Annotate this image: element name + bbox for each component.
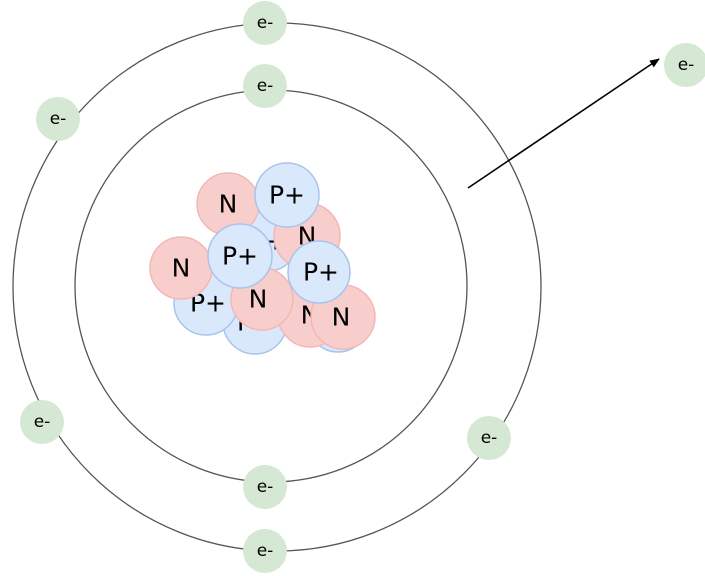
ejected-electron: e- — [664, 43, 705, 87]
svg-text:N: N — [219, 190, 238, 219]
proton: P+ — [207, 223, 273, 289]
svg-text:N: N — [332, 303, 351, 332]
svg-text:N: N — [172, 254, 191, 283]
svg-text:e-: e- — [678, 55, 695, 75]
svg-text:P+: P+ — [303, 258, 339, 287]
svg-text:e-: e- — [481, 428, 498, 448]
svg-text:e-: e- — [34, 412, 51, 432]
svg-text:P+: P+ — [269, 181, 305, 210]
electron: e- — [467, 416, 511, 460]
electron: e- — [243, 64, 287, 108]
electron: e- — [20, 400, 64, 444]
neutron: N — [149, 236, 213, 300]
svg-text:e-: e- — [257, 76, 274, 96]
svg-text:e-: e- — [257, 541, 274, 561]
svg-text:e-: e- — [257, 13, 274, 33]
nucleus: P+ P+ P+ P+ N N N N — [149, 162, 376, 355]
proton: P+ — [254, 162, 320, 228]
electron: e- — [243, 1, 287, 45]
proton: P+ — [287, 240, 351, 304]
electron: e- — [243, 529, 287, 573]
ejection-arrow — [467, 58, 660, 189]
electron: e- — [36, 97, 80, 141]
svg-text:e-: e- — [50, 109, 67, 129]
svg-text:N: N — [249, 285, 268, 314]
svg-text:P+: P+ — [222, 242, 258, 271]
svg-text:e-: e- — [257, 477, 274, 497]
electron: e- — [243, 465, 287, 509]
